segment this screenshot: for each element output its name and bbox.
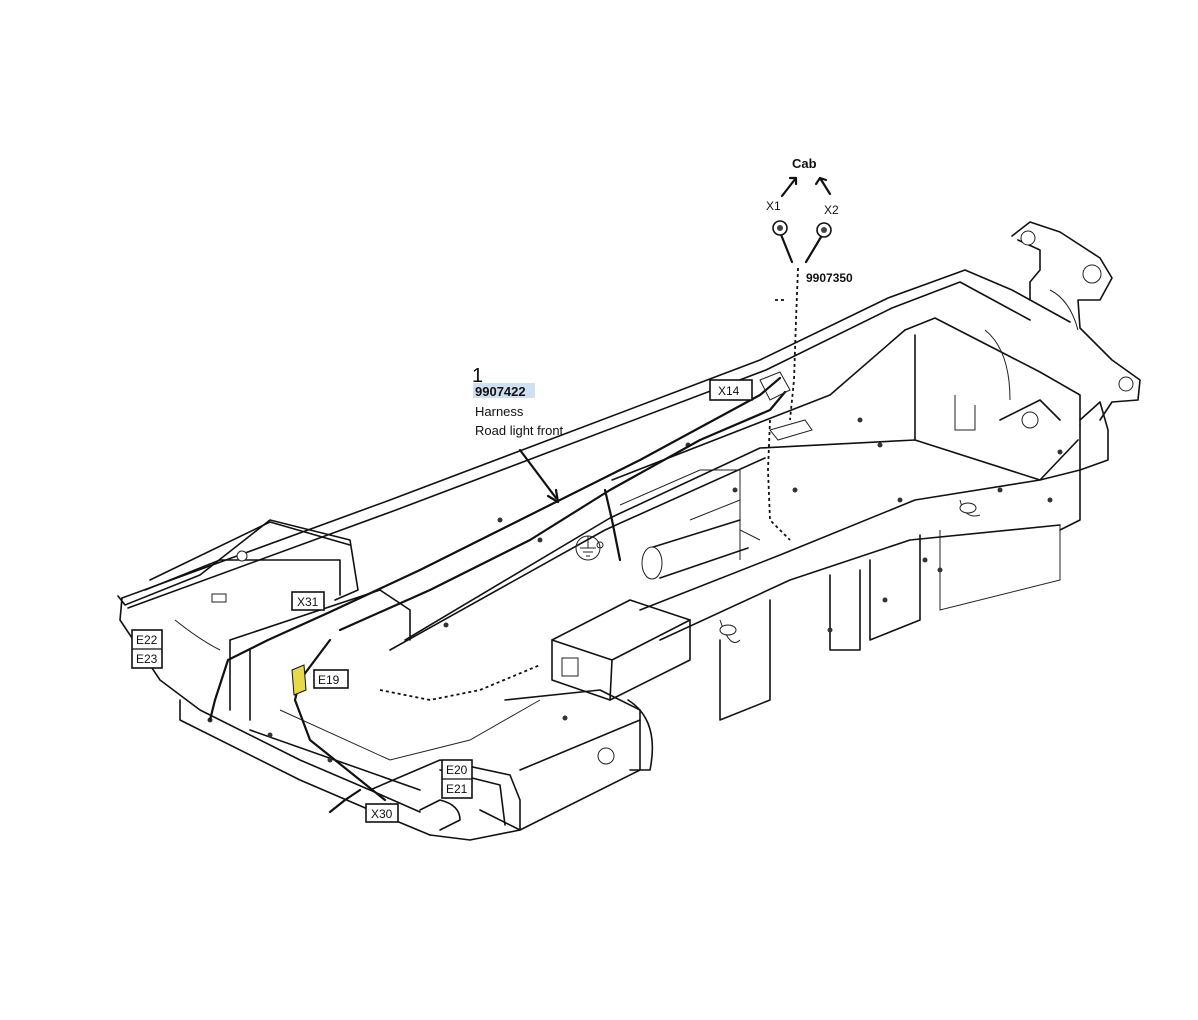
callout-harness: 1 9907422 Harness Road light front <box>472 365 564 504</box>
arrow-x2-icon <box>818 176 832 196</box>
cab-label: Cab <box>792 156 817 171</box>
harness-wiring <box>208 230 826 814</box>
x1-label: X1 <box>766 199 781 213</box>
arrow-x1-icon <box>780 176 798 198</box>
svg-text:E19: E19 <box>318 673 340 687</box>
callout-line2: Road light front <box>475 423 564 438</box>
x2-label: X2 <box>824 203 839 217</box>
label-x14: X14 <box>709 379 753 401</box>
callout-number: 1 <box>472 365 483 387</box>
label-x30: X30 <box>365 803 399 823</box>
chassis-frame <box>117 221 1141 841</box>
frame-holes <box>207 417 1063 763</box>
label-x31: X31 <box>291 591 325 611</box>
cab-connectors: Cab X1 X2 9907350 <box>766 156 853 285</box>
svg-text:E22: E22 <box>136 633 158 647</box>
part-number-highlight <box>473 383 535 398</box>
callout-line1: Harness <box>475 404 524 419</box>
label-e19: E19 <box>313 669 349 689</box>
label-e22-e23: E22 E23 <box>131 629 163 669</box>
x2-connector-icon <box>816 222 832 238</box>
label-e20-e21: E20 E21 <box>441 759 473 799</box>
main-harness <box>208 376 782 722</box>
svg-text:E20: E20 <box>446 763 468 777</box>
e19-lamp-icon <box>291 664 307 696</box>
svg-text:E23: E23 <box>136 652 158 666</box>
connector-labels: X14 X31 E22 E23 E19 E20 E21 X30 <box>131 379 753 823</box>
svg-text:X30: X30 <box>371 807 393 821</box>
svg-text:X31: X31 <box>297 595 319 609</box>
x1-connector-icon <box>772 220 788 236</box>
callout-part-number: 9907422 <box>475 384 526 399</box>
cab-harness-trunk <box>789 267 799 421</box>
cab-harness-x1-wire <box>778 230 794 264</box>
svg-text:E21: E21 <box>446 782 468 796</box>
svg-text:X14: X14 <box>718 384 740 398</box>
cab-harness-part-number: 9907350 <box>806 271 853 285</box>
ground-symbol-icon <box>575 535 601 561</box>
